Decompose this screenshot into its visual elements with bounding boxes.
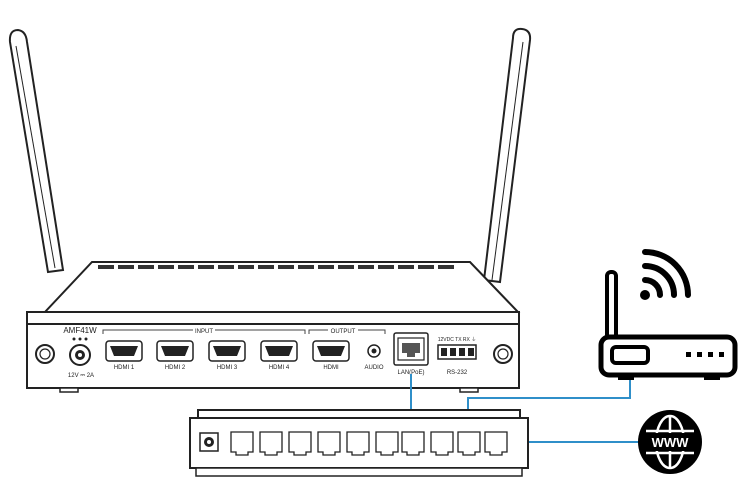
output-group-label: OUTPUT (331, 329, 356, 335)
hdmi-input-1: HDMI 1 (105, 340, 143, 371)
hdmi-output: HDMI (312, 340, 350, 371)
rs232-label: RS-232 (447, 370, 468, 376)
wifi-signal-icon (640, 249, 691, 300)
rs232-pin-labels: 12VDC TX RX ⏚ (438, 336, 477, 343)
audio-label: AUDIO (364, 365, 383, 371)
right-antenna (482, 27, 532, 284)
hdmi-input-label: HDMI 4 (269, 365, 290, 371)
power-label: 12V ⎓ 2A (68, 373, 94, 379)
rs232-terminal: 12VDC TX RX ⏚ RS-232 (437, 336, 477, 376)
polarity-dots (72, 337, 88, 341)
lan-port: LAN(PoE) (393, 332, 429, 376)
lan-label: LAN(PoE) (397, 370, 424, 376)
matrix-device: AMF41W 12V ⎓ 2A INPUT HDMI 1 HDMI 2 HDM (26, 261, 521, 393)
input-group-bracket (102, 329, 306, 334)
antenna-connector-right (493, 344, 513, 364)
hdmi-input-label: HDMI 3 (217, 365, 238, 371)
hdmi-input-2: HDMI 2 (156, 340, 194, 371)
antenna-connector-left (35, 344, 55, 364)
hdmi-input-label: HDMI 2 (165, 365, 186, 371)
vent-slots (98, 265, 454, 269)
output-group-bracket (308, 329, 386, 334)
left-antenna (8, 28, 65, 274)
network-switch (189, 409, 529, 477)
input-group-label: INPUT (195, 329, 213, 335)
hdmi-input-label: HDMI 1 (114, 365, 135, 371)
audio-jack: AUDIO (364, 344, 384, 371)
hdmi-input-3: HDMI 3 (208, 340, 246, 371)
wifi-router-icon (598, 249, 738, 380)
hdmi-output-label: HDMI (323, 365, 339, 371)
hdmi-input-4: HDMI 4 (260, 340, 298, 371)
switch-ports (230, 431, 508, 456)
model-label: AMF41W (63, 326, 97, 335)
globe-www-text: WWW (652, 435, 690, 450)
www-globe-icon: WWW (638, 410, 702, 474)
